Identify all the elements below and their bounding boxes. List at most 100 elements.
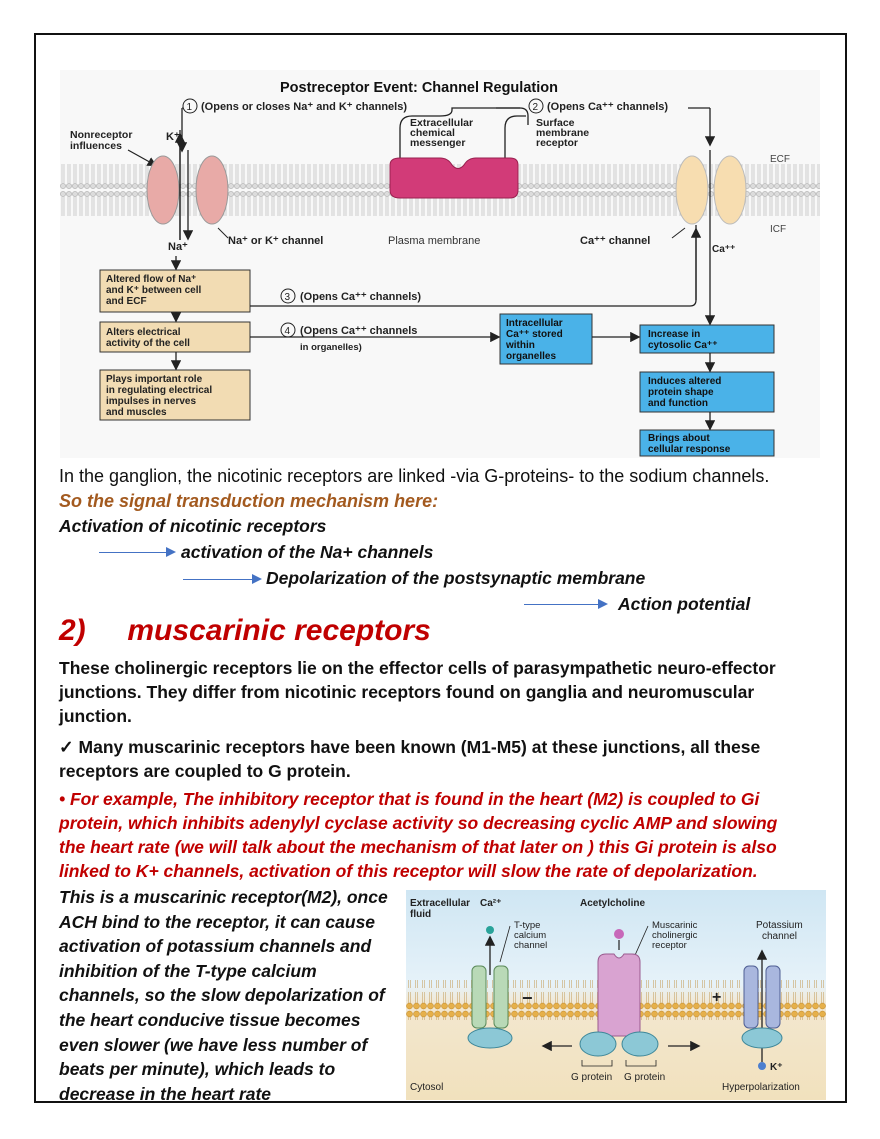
- nonreceptor-label-2: influences: [70, 140, 122, 152]
- paragraph-4: This is a muscarinic receptor(M2), once …: [59, 887, 388, 1104]
- na-k-channel-left: [146, 155, 180, 225]
- box-brings-line1: Brings about: [648, 433, 710, 444]
- svg-text:1: 1: [187, 102, 193, 113]
- box-plays-role-line2: in regulating electrical: [106, 385, 212, 396]
- box-intracellular-line2: Ca⁺⁺ stored: [506, 329, 563, 340]
- so-heading: So the signal transduction mechanism her…: [59, 491, 439, 511]
- g-protein-left: [579, 1031, 617, 1057]
- box-plays-role-line3: impulses in nerves: [106, 396, 196, 407]
- step4-label: (Opens Ca⁺⁺ channels: [300, 325, 417, 337]
- box-plays-role-line1: Plays important role: [106, 374, 203, 385]
- box-increase-line2: cytosolic Ca⁺⁺: [648, 340, 717, 351]
- muscarinic-receptor: [597, 953, 641, 1037]
- box-induces-line2: protein shape: [648, 387, 714, 398]
- ca2-label: Ca²⁺: [480, 898, 501, 909]
- k-gprotein: [741, 1027, 783, 1049]
- plus-sign: +: [712, 989, 721, 1006]
- flow-step-4: Action potential: [618, 594, 751, 614]
- ttype-gprotein: [467, 1027, 513, 1049]
- box-increase: [639, 324, 775, 354]
- box-intracellular-line3: within: [505, 340, 535, 351]
- receptor-label-3: receptor: [536, 137, 578, 149]
- box-alters-electrical-line1: Alters electrical: [106, 327, 181, 338]
- cytosol-label: Cytosol: [410, 1082, 443, 1093]
- na-k-channel-label: Na⁺ or K⁺ channel: [228, 235, 323, 247]
- receptor-label-1: Surface: [536, 117, 575, 129]
- nonreceptor-label-1: Nonreceptor: [70, 129, 132, 141]
- ecf-label: ECF: [770, 154, 790, 165]
- paragraph-3: • For example, The inhibitory receptor t…: [59, 789, 778, 881]
- step2-label: (Opens Ca⁺⁺ channels): [547, 101, 668, 113]
- box-altered-flow-line1: Altered flow of Na⁺: [106, 274, 196, 285]
- flow-arrow-3: [524, 604, 602, 605]
- flow-step-3: Depolarization of the postsynaptic membr…: [266, 568, 646, 588]
- box-alters-electrical: [99, 321, 251, 353]
- paragraph-2: ✓ Many muscarinic receptors have been kn…: [59, 737, 761, 781]
- flow-arrowhead-1: [166, 547, 176, 557]
- minus-sign: −: [522, 988, 533, 1008]
- svg-text:4: 4: [285, 326, 291, 337]
- svg-text:3: 3: [285, 292, 291, 303]
- box-plays-role-line4: and muscles: [106, 407, 167, 418]
- box-induces: [639, 371, 775, 413]
- potassium-label-1: Potassium: [756, 920, 803, 931]
- box-induces-line1: Induces altered: [648, 376, 721, 387]
- section-heading: 2) muscarinic receptors: [59, 614, 431, 647]
- box-increase-line1: Increase in: [648, 329, 700, 340]
- step3-label: (Opens Ca⁺⁺ channels): [300, 291, 421, 303]
- paragraph-1: These cholinergic receptors lie on the e…: [59, 658, 776, 726]
- plasma-membrane-label: Plasma membrane: [388, 235, 480, 247]
- muscarinic-label-3: receptor: [652, 940, 687, 951]
- gprotein-label-1: G protein: [571, 1072, 612, 1083]
- page-frame: [34, 33, 847, 1103]
- flow-arrow-1: [99, 552, 169, 553]
- box-altered-flow: [99, 269, 251, 313]
- box-altered-flow-line3: and ECF: [106, 296, 147, 307]
- potassium-label-2: channel: [762, 931, 797, 942]
- ca-channel-right: [713, 155, 747, 225]
- muscarinic-receptor-figure: Extracellular fluid Ca²⁺ T-type calcium …: [406, 890, 826, 1100]
- ttype-label-2: calcium: [514, 930, 546, 941]
- svg-text:2: 2: [533, 102, 539, 113]
- ca-channel-left: [675, 155, 709, 225]
- k-channel-right: [765, 965, 781, 1029]
- k-plus-label: K⁺: [166, 131, 180, 143]
- figure-title: Postreceptor Event: Channel Regulation: [280, 80, 558, 96]
- ca-channel-label: Ca⁺⁺ channel: [580, 235, 650, 247]
- g-protein-right: [621, 1031, 659, 1057]
- ca-plus-label: Ca⁺⁺: [712, 244, 735, 255]
- hyperpolarization-label: Hyperpolarization: [722, 1082, 800, 1093]
- k-ion: [758, 1062, 766, 1070]
- box-brings: [639, 429, 775, 457]
- box-intracellular: [499, 313, 593, 365]
- box-altered-flow-line2: and K⁺ between cell: [106, 285, 202, 296]
- box-alters-electrical-line2: activity of the cell: [106, 338, 190, 349]
- box-plays-role: [99, 369, 251, 421]
- k-channel-left: [743, 965, 759, 1029]
- gprotein-label-2: G protein: [624, 1072, 665, 1083]
- messenger-label-1: Extracellular: [410, 117, 473, 129]
- flow-step-2: activation of the Na+ channels: [181, 542, 434, 562]
- na-k-channel-right: [195, 155, 229, 225]
- intro-paragraph: In the ganglion, the nicotinic receptors…: [59, 466, 770, 486]
- kplus-label: K⁺: [770, 1062, 783, 1073]
- flow-step-1: Activation of nicotinic receptors: [59, 516, 327, 536]
- ttype-label-3: channel: [514, 940, 547, 951]
- step1-label: (Opens or closes Na⁺ and K⁺ channels): [201, 101, 407, 113]
- na-plus-label: Na⁺: [168, 241, 188, 253]
- extracellular-label-2: fluid: [410, 909, 431, 920]
- flow-arrow-2: [183, 579, 254, 580]
- extracellular-label-1: Extracellular: [410, 898, 470, 909]
- box-intracellular-line4: organelles: [506, 351, 556, 362]
- messenger-label-2: chemical: [410, 127, 455, 139]
- box-brings-line2: cellular response: [648, 444, 731, 455]
- muscarinic-label-2: cholinergic: [652, 930, 698, 941]
- box-induces-line3: and function: [648, 398, 708, 409]
- ttype-channel-left: [471, 965, 487, 1029]
- acetylcholine-label: Acetylcholine: [580, 898, 645, 909]
- flow-arrowhead-2: [252, 574, 262, 584]
- step4b-label: in organelles): [300, 342, 362, 353]
- muscarinic-label-1: Muscarinic: [652, 920, 698, 931]
- acetylcholine-molecule: [614, 929, 624, 939]
- ttype-label-1: T-type: [514, 920, 540, 931]
